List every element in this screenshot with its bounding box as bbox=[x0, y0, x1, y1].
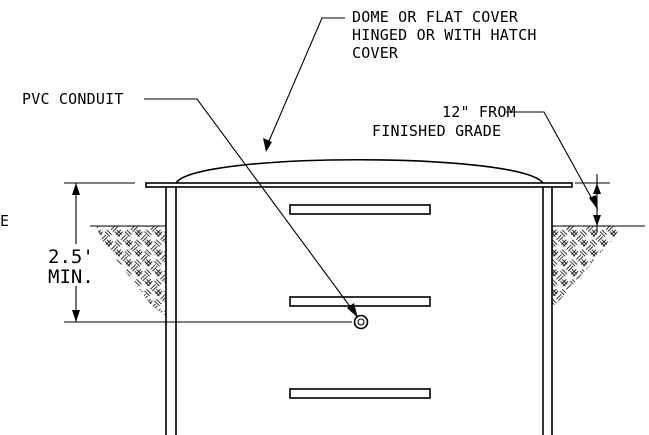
depth-label-line2: MIN. bbox=[48, 266, 94, 288]
leader-grade bbox=[506, 111, 598, 209]
pvc-conduit-inner bbox=[357, 318, 365, 326]
ladder-rung-2 bbox=[289, 296, 431, 307]
dim-arrow-top bbox=[72, 183, 80, 195]
grade-label-line2: FINISHED GRADE bbox=[372, 122, 501, 140]
grade-label-line1: 12" FROM bbox=[442, 103, 516, 121]
pvc-conduit-outer bbox=[353, 314, 369, 330]
dim-text-mask bbox=[45, 244, 95, 286]
leader-dome-arrow bbox=[263, 138, 272, 152]
cover-label-line3: COVER bbox=[352, 44, 399, 62]
leader-pvc-conduit bbox=[144, 98, 358, 317]
leader-pvc-arrow bbox=[347, 303, 358, 318]
pvc-conduit-label: PVC CONDUIT bbox=[22, 90, 124, 108]
depth-label-line1: 2.5' bbox=[48, 246, 94, 268]
dome-cover bbox=[175, 158, 544, 184]
grade-dim-arrow-bottom bbox=[593, 215, 601, 226]
soil-hatch-left bbox=[96, 226, 166, 316]
ladder-rung-3 bbox=[289, 388, 431, 399]
grade-dim-arrow-top bbox=[593, 183, 601, 194]
dim-arrow-bottom bbox=[72, 310, 80, 322]
soil-hatch-right bbox=[552, 226, 622, 306]
cover-label-line1: DOME OR FLAT COVER bbox=[352, 8, 519, 26]
ladder-rung-1 bbox=[289, 204, 431, 215]
cover-plate bbox=[145, 182, 573, 188]
leader-grade-arrow bbox=[589, 195, 598, 210]
leader-dome-cover bbox=[265, 17, 345, 149]
edge-text-fragment: E bbox=[0, 212, 9, 230]
cover-label-line2: HINGED OR WITH HATCH bbox=[352, 26, 537, 44]
